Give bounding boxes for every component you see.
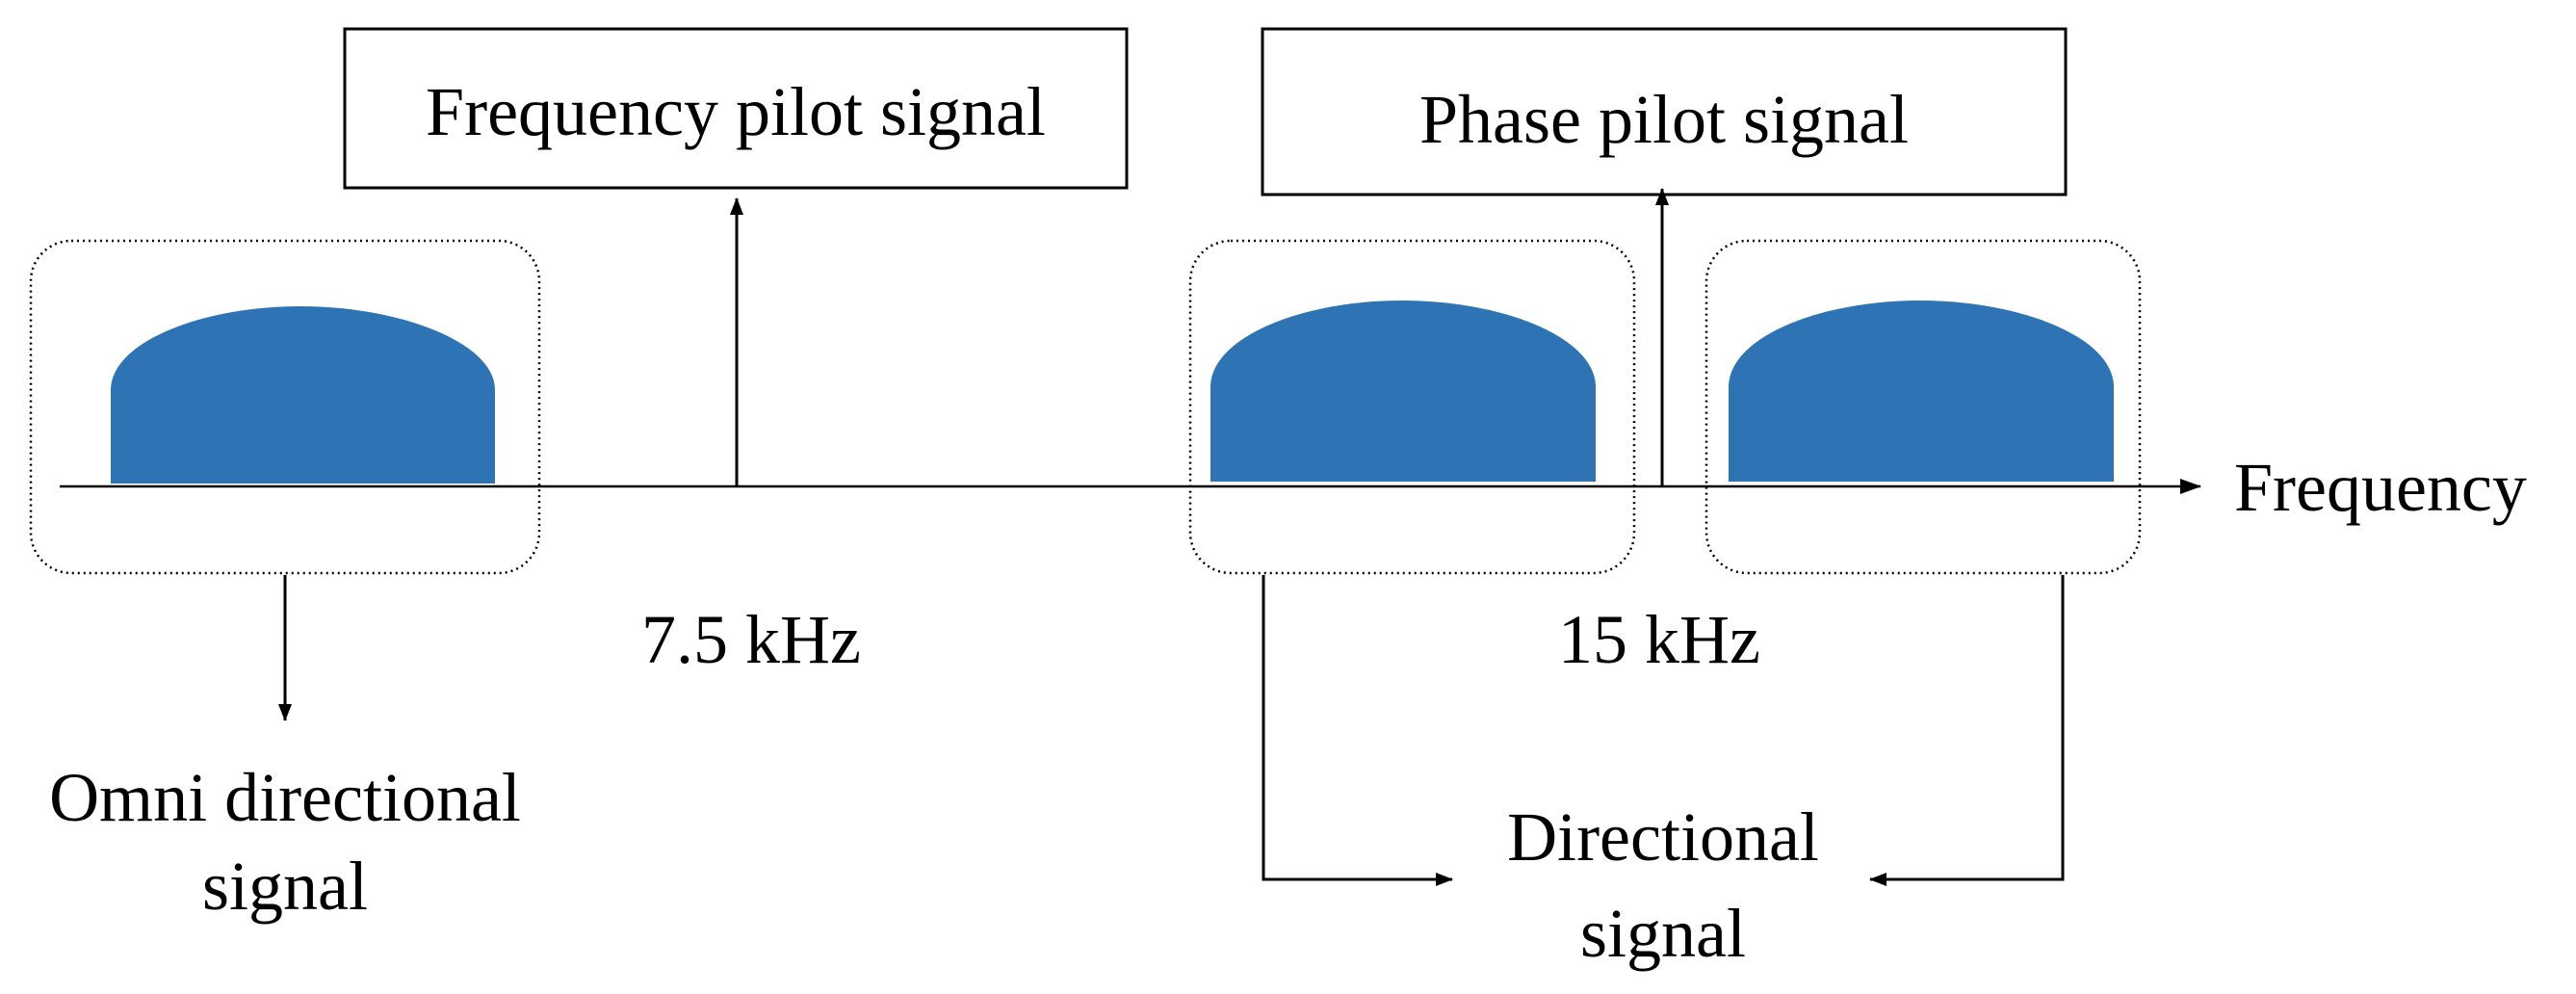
omni-label-line1: Omni directional	[49, 759, 521, 836]
spacing-7-5-khz: 7.5 kHz	[641, 601, 861, 678]
phase-pilot-label: Phase pilot signal	[1419, 81, 1909, 158]
frequency-pilot-label: Frequency pilot signal	[426, 73, 1046, 150]
directional-signal-frame-2	[1704, 239, 2142, 575]
directional-label-line2: signal	[1580, 895, 1746, 972]
directional-signal-spectrum-1	[1210, 301, 1596, 482]
omni-signal-frame	[29, 239, 541, 575]
phase-pilot-box: Phase pilot signal	[1261, 27, 2068, 196]
directional-label-line1: Directional	[1507, 798, 1819, 876]
omni-label-line2: signal	[202, 848, 368, 925]
directional-callout-right	[1869, 575, 2065, 886]
directional-signal-spectrum-2	[1729, 301, 2114, 482]
frequency-pilot-box: Frequency pilot signal	[343, 27, 1129, 190]
frequency-axis-label: Frequency	[2234, 449, 2527, 526]
directional-callout-left	[1262, 575, 1453, 886]
omni-signal-spectrum	[111, 306, 495, 484]
spacing-15-khz: 15 kHz	[1558, 601, 1760, 678]
